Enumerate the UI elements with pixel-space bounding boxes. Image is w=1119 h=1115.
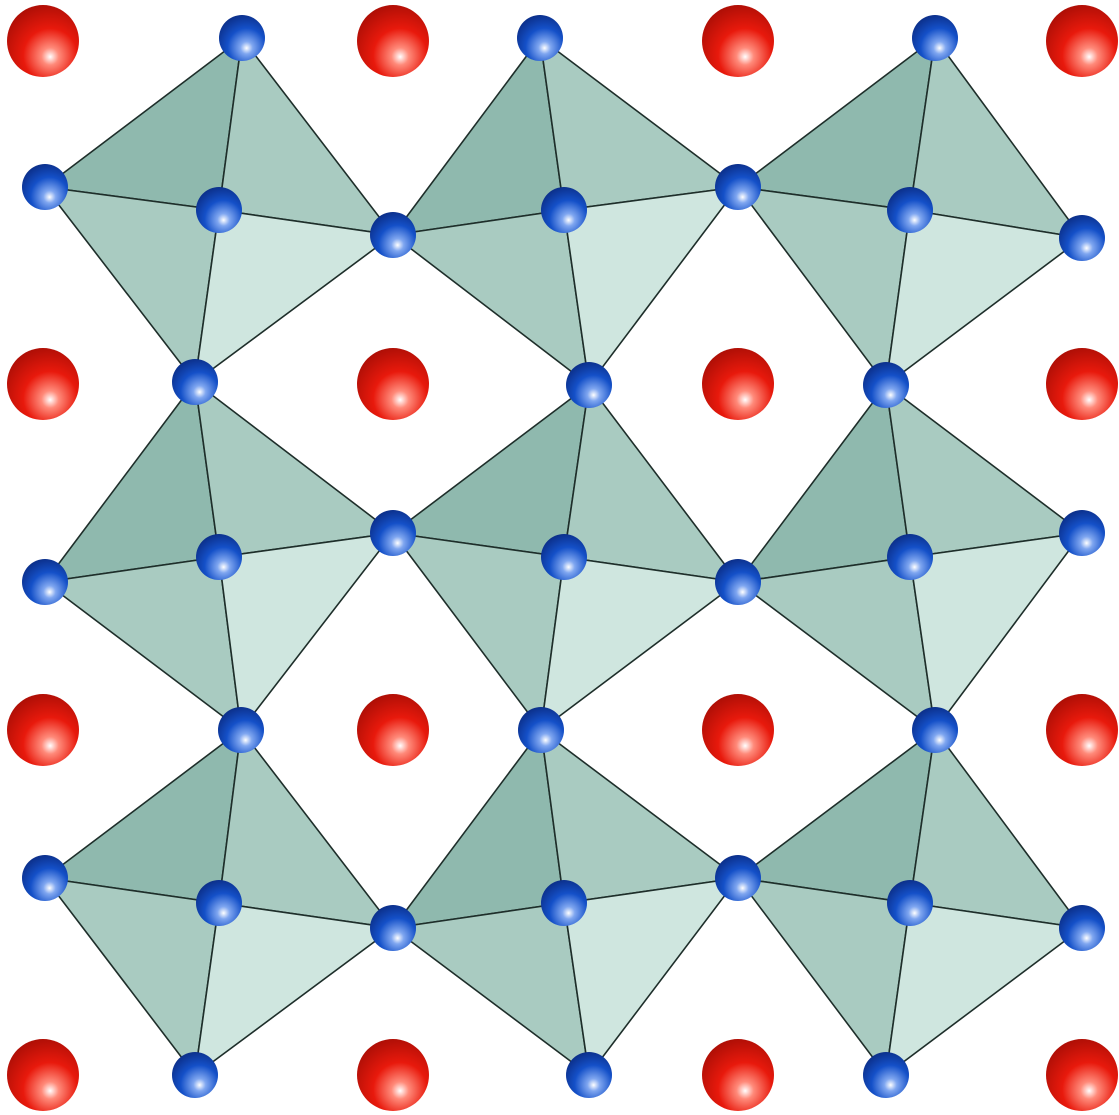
face-upper-left [737, 384, 911, 583]
large-atom [357, 694, 429, 766]
small-atom [541, 534, 587, 580]
small-atom [172, 359, 218, 405]
octahedron [392, 729, 739, 1076]
octahedra-layer [44, 37, 1083, 1076]
face-upper-right [885, 384, 1083, 558]
face-lower-right [563, 877, 739, 1076]
large-atom [357, 348, 429, 420]
small-atom [715, 559, 761, 605]
small-atom [22, 559, 68, 605]
large-atom [7, 694, 79, 766]
large-atom [702, 1039, 774, 1111]
face-upper-left [392, 37, 565, 236]
face-lower-left [44, 186, 220, 383]
face-upper-left [44, 381, 220, 583]
large-atom [357, 1039, 429, 1111]
octahedron [44, 729, 394, 1076]
face-upper-left [737, 37, 936, 211]
small-atom [566, 362, 612, 408]
face-lower-right [540, 556, 739, 731]
octahedron [392, 37, 739, 386]
face-upper-right [194, 381, 394, 558]
large-atom [702, 694, 774, 766]
face-upper-left [392, 384, 590, 558]
small-atom [863, 1052, 909, 1098]
face-lower-right [218, 532, 394, 731]
small-atom [517, 15, 563, 61]
small-atom [219, 15, 265, 61]
small-atom [196, 880, 242, 926]
small-atoms-layer [22, 15, 1105, 1098]
large-atom [702, 348, 774, 420]
small-atom [370, 212, 416, 258]
small-atom [196, 534, 242, 580]
face-lower-left [44, 556, 242, 731]
octahedron [44, 37, 394, 383]
face-upper-right [540, 729, 739, 904]
large-atom [7, 1039, 79, 1111]
face-lower-left [737, 186, 911, 386]
octahedron [392, 384, 739, 731]
small-atom [22, 164, 68, 210]
small-atom [22, 855, 68, 901]
face-lower-right [909, 532, 1083, 731]
small-atom [566, 1052, 612, 1098]
large-atom [702, 5, 774, 77]
large-atom [357, 5, 429, 77]
small-atom [887, 534, 933, 580]
octahedron [737, 37, 1083, 386]
face-upper-right [218, 37, 394, 236]
large-atom [7, 348, 79, 420]
face-lower-left [737, 877, 911, 1076]
small-atom [912, 15, 958, 61]
face-upper-right [909, 37, 1083, 239]
face-lower-left [392, 902, 590, 1076]
face-upper-right [218, 729, 394, 929]
small-atom [887, 187, 933, 233]
face-upper-left [392, 729, 565, 929]
small-atom [541, 880, 587, 926]
face-lower-left [392, 209, 590, 386]
face-lower-right [885, 209, 1083, 386]
large-atom [7, 5, 79, 77]
face-lower-right [194, 209, 394, 383]
large-atom [1046, 5, 1118, 77]
small-atom [370, 905, 416, 951]
octahedron [737, 729, 1083, 1076]
octahedron [44, 381, 394, 731]
large-atoms-layer [7, 5, 1118, 1111]
face-upper-left [44, 37, 243, 211]
face-lower-right [885, 902, 1083, 1076]
face-lower-right [194, 902, 394, 1076]
face-upper-right [909, 729, 1083, 929]
face-upper-right [539, 37, 739, 211]
octahedron [737, 384, 1083, 731]
face-lower-right [563, 186, 739, 386]
large-atom [1046, 1039, 1118, 1111]
small-atom [370, 510, 416, 556]
face-upper-right [563, 384, 739, 583]
small-atom [541, 187, 587, 233]
small-atom [218, 707, 264, 753]
small-atom [715, 855, 761, 901]
face-upper-left [737, 729, 936, 904]
small-atom [1059, 905, 1105, 951]
face-upper-left [44, 729, 242, 904]
small-atom [887, 880, 933, 926]
small-atom [1059, 510, 1105, 556]
small-atom [863, 362, 909, 408]
small-atom [715, 164, 761, 210]
small-atom [196, 187, 242, 233]
small-atom [518, 707, 564, 753]
small-atom [172, 1052, 218, 1098]
face-lower-left [44, 877, 220, 1076]
face-lower-left [392, 532, 565, 731]
face-lower-left [737, 556, 936, 731]
small-atom [912, 707, 958, 753]
large-atom [1046, 348, 1118, 420]
small-atom [1059, 215, 1105, 261]
large-atom [1046, 694, 1118, 766]
